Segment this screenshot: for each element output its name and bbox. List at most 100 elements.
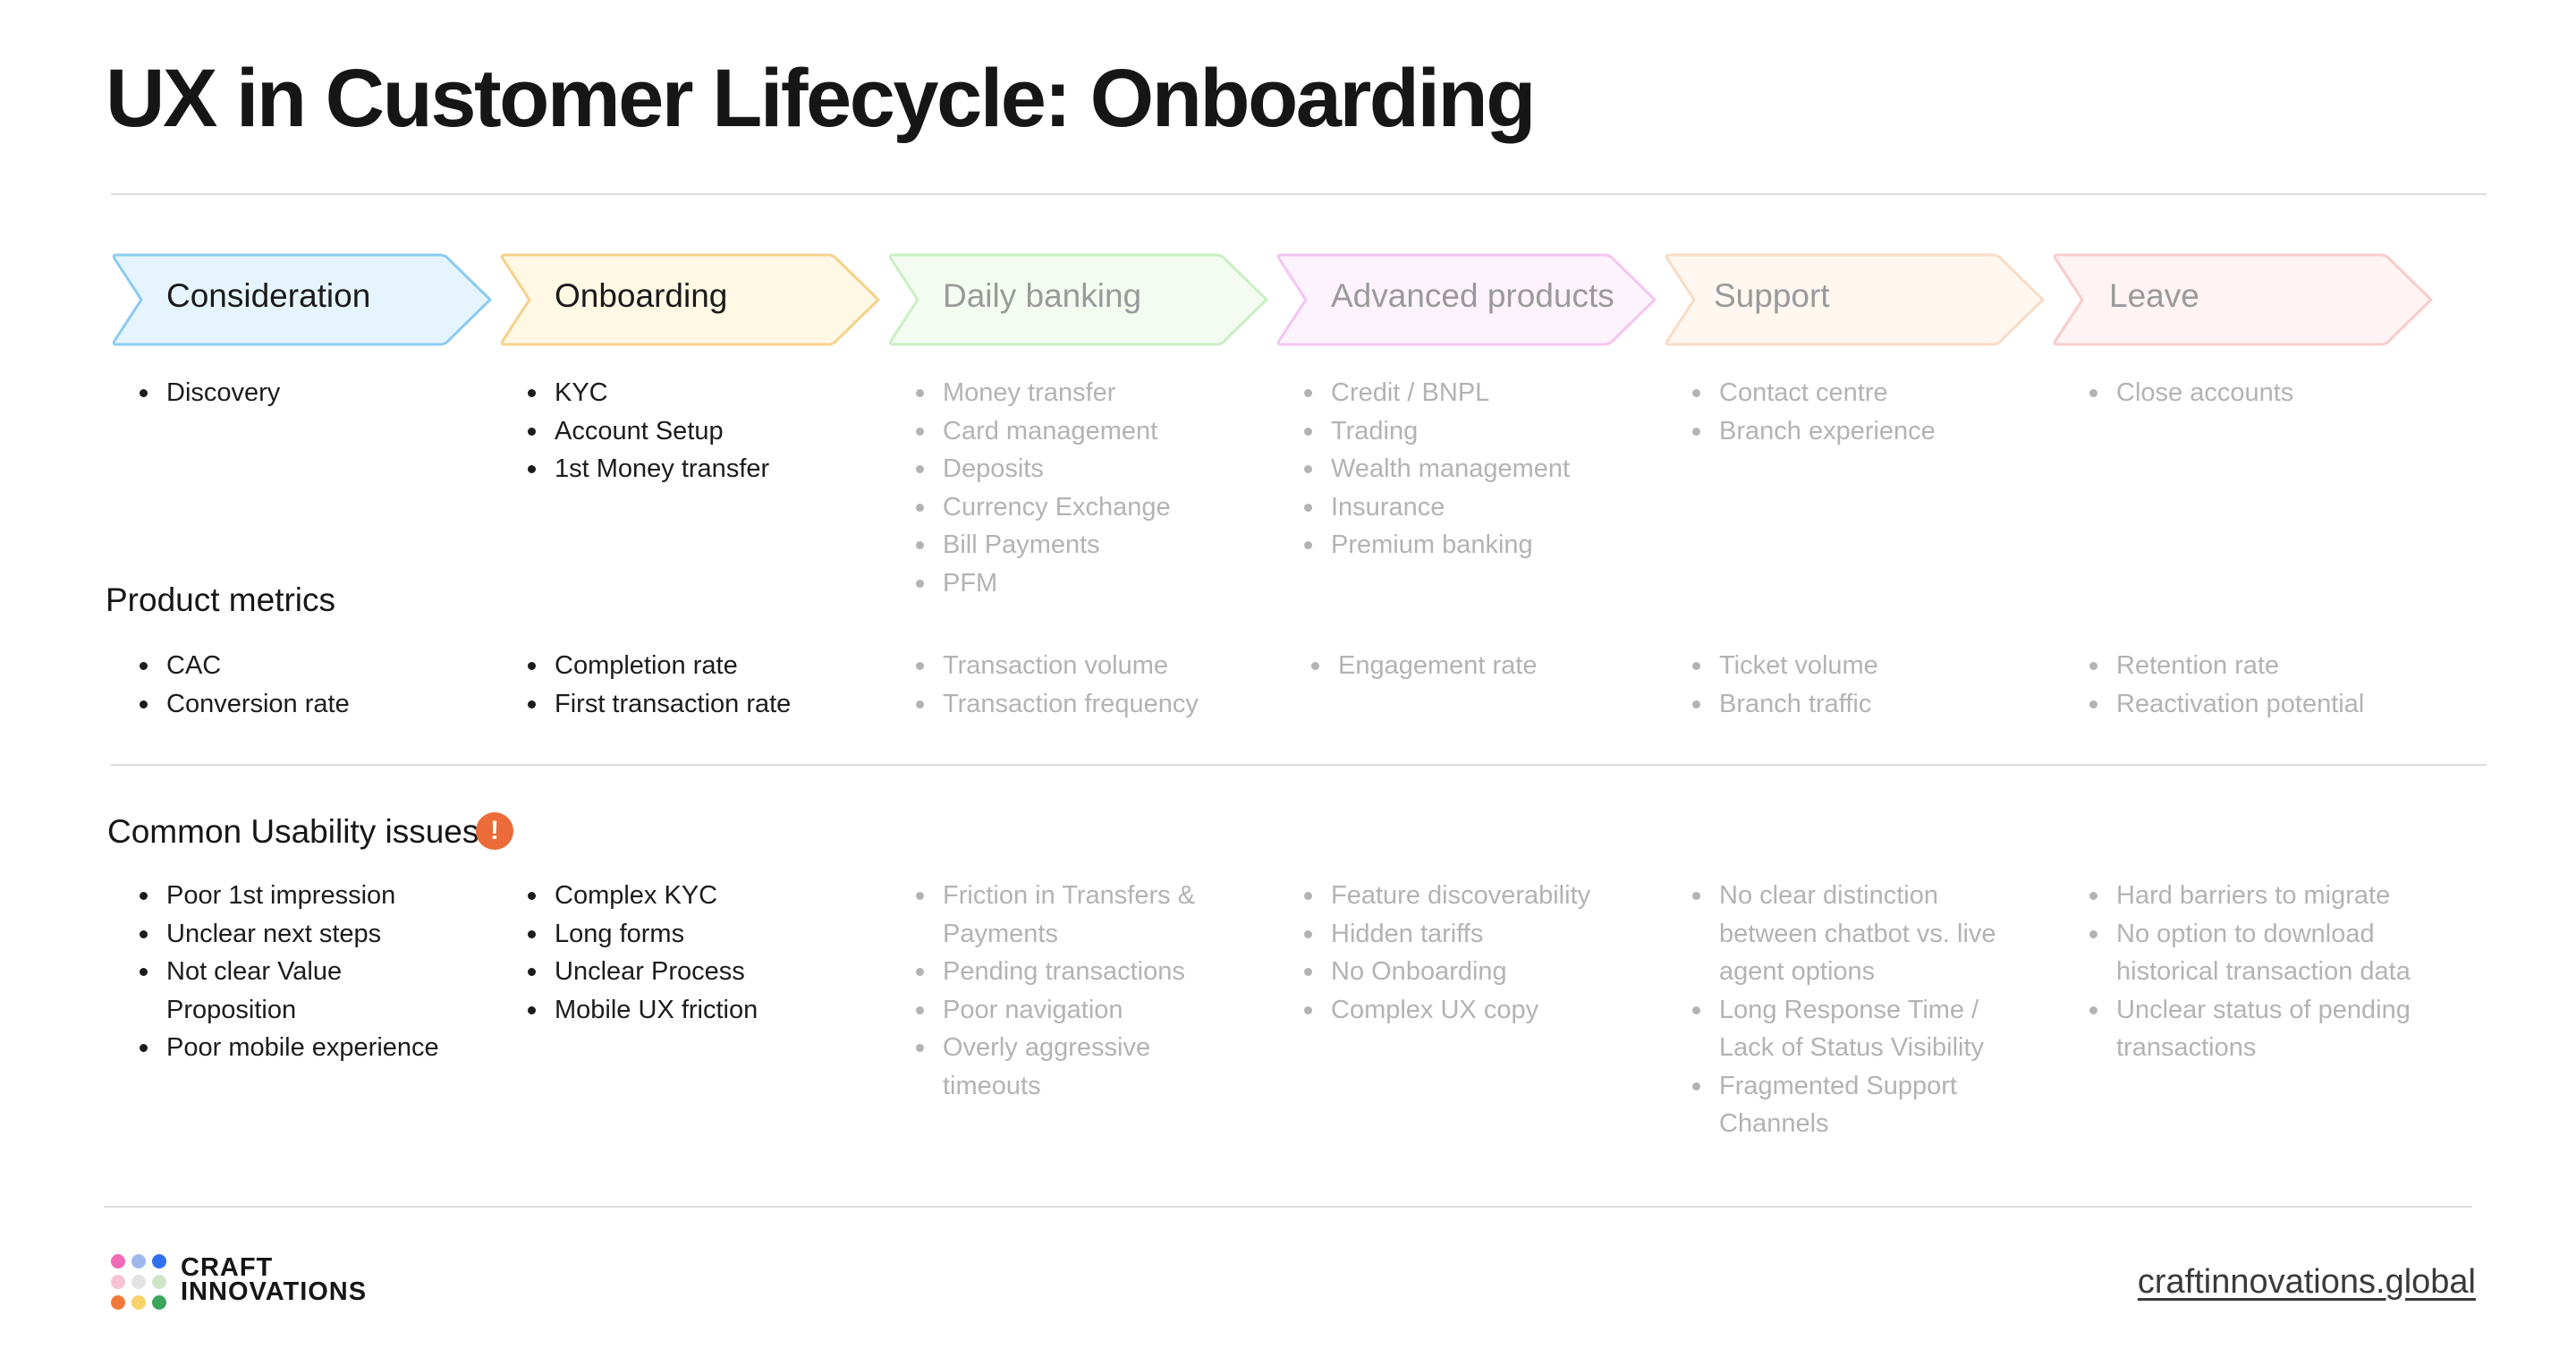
- feature-item: Premium banking: [1304, 526, 1570, 564]
- feature-item: Account Setup: [528, 412, 769, 451]
- issue-item: Long Response Time /Lack of Status Visib…: [1692, 991, 1996, 1067]
- feature-item: Discovery: [140, 374, 280, 412]
- chevron-shape: [888, 253, 1268, 346]
- issue-item: Complex UX copy: [1304, 991, 1590, 1030]
- metric-item: Branch traffic: [1692, 685, 1878, 724]
- feature-item: Contact centre: [1692, 374, 1936, 412]
- chevron-shape: [112, 253, 492, 346]
- company-logo-text: CRAFT INNOVATIONS: [181, 1253, 368, 1306]
- metric-item-list: Engagement rate: [1311, 647, 1537, 685]
- stage-onboarding: Onboarding: [499, 252, 884, 347]
- logo-dot: [152, 1254, 166, 1268]
- page-title: UX in Customer Lifecycle: Onboarding: [106, 53, 1536, 144]
- issue-item: Complex KYC: [528, 877, 758, 915]
- stage-daily-banking: Daily banking: [887, 252, 1272, 347]
- stage-label: Advanced products: [1331, 277, 1614, 314]
- chevron-shape: [2053, 253, 2433, 346]
- logo-dot: [152, 1295, 166, 1310]
- craft-logo-icon: [111, 1254, 174, 1317]
- stage-label: Onboarding: [555, 277, 728, 314]
- issue-item: Friction in Transfers &Payments: [916, 877, 1195, 953]
- logo-dot: [131, 1275, 146, 1289]
- metric-item: Transaction frequency: [916, 685, 1199, 724]
- divider-top: [111, 193, 2487, 195]
- logo-dot: [131, 1254, 146, 1268]
- stage-support: Support: [1664, 252, 2048, 347]
- stage-advanced-products: Advanced products: [1275, 252, 1660, 347]
- issue-item: Unclear Process: [528, 953, 758, 991]
- metric-item: Engagement rate: [1311, 647, 1537, 685]
- feature-item: PFM: [916, 564, 1171, 603]
- product-metrics-heading: Product metrics: [106, 581, 336, 618]
- stage-label: Support: [1714, 277, 1830, 314]
- feature-item: 1st Money transfer: [528, 450, 769, 488]
- issue-item: Unclear next steps: [140, 915, 439, 954]
- issue-item: Long forms: [528, 915, 758, 954]
- metric-item: Transaction volume: [916, 647, 1199, 685]
- divider-middle: [111, 764, 2487, 766]
- feature-item-list: Close accounts: [2089, 374, 2293, 412]
- metric-item: Retention rate: [2089, 647, 2364, 685]
- logo-dot: [111, 1275, 125, 1289]
- issue-item: No Onboarding: [1304, 953, 1590, 991]
- issue-item: Poor navigation: [916, 991, 1195, 1030]
- chevron-shape: [500, 253, 880, 346]
- feature-item: Wealth management: [1304, 450, 1570, 488]
- divider-bottom: [104, 1206, 2472, 1208]
- logo-dot: [111, 1295, 125, 1310]
- metric-item: Conversion rate: [140, 685, 350, 724]
- feature-item: Bill Payments: [916, 526, 1171, 564]
- stage-leave: Leave: [2052, 252, 2436, 347]
- issue-item: Poor 1st impression: [140, 877, 439, 915]
- exclamation-circle-icon: !: [476, 812, 513, 850]
- feature-item: Currency Exchange: [916, 488, 1171, 527]
- usability-issues-heading: Common Usability issues: [107, 813, 479, 850]
- issue-item: Feature discoverability: [1304, 877, 1590, 915]
- logo-dot: [152, 1275, 166, 1289]
- feature-item: Deposits: [916, 450, 1171, 488]
- logo-dot: [111, 1254, 125, 1268]
- feature-item-list: Discovery: [140, 374, 280, 412]
- feature-item: Insurance: [1304, 488, 1570, 527]
- metric-item: CAC: [140, 647, 350, 685]
- chevron-shape: [1276, 253, 1657, 346]
- metric-item: Ticket volume: [1692, 647, 1878, 685]
- feature-item: Credit / BNPL: [1304, 374, 1570, 412]
- logo-line-1: CRAFT: [181, 1253, 274, 1282]
- chevron-shape: [1665, 253, 2045, 346]
- logo-dot: [131, 1295, 146, 1310]
- metric-item: First transaction rate: [528, 685, 791, 724]
- issue-item: Pending transactions: [916, 953, 1195, 991]
- stage-label: Daily banking: [943, 277, 1142, 314]
- metric-item: Completion rate: [528, 647, 791, 685]
- stage-label: Consideration: [166, 277, 371, 314]
- stage-label: Leave: [2109, 277, 2199, 314]
- logo-line-2: INNOVATIONS: [181, 1277, 368, 1306]
- website-link[interactable]: craftinnovations.global: [2137, 1263, 2476, 1301]
- stage-consideration: Consideration: [111, 252, 496, 347]
- issue-item: Poor mobile experience: [140, 1029, 439, 1067]
- feature-item: Money transfer: [916, 374, 1171, 412]
- issue-item: Mobile UX friction: [528, 991, 758, 1030]
- feature-item: Close accounts: [2089, 374, 2293, 412]
- issue-item: Hidden tariffs: [1304, 915, 1590, 954]
